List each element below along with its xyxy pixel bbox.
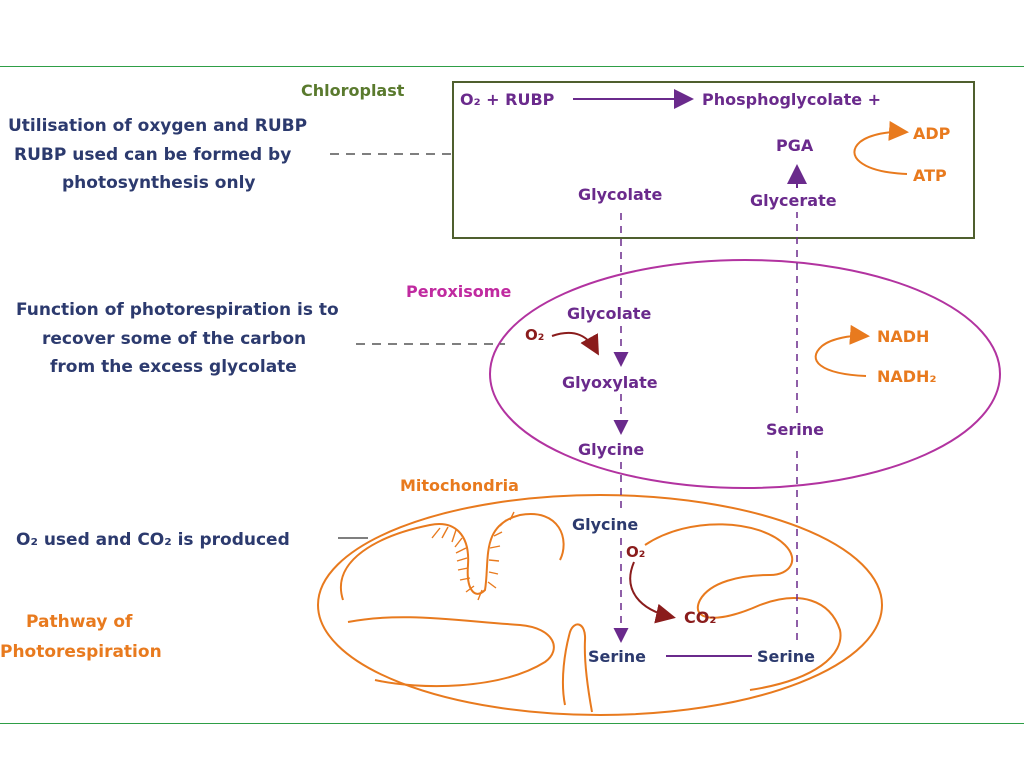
mitochondria-serine-left: Serine (588, 647, 646, 666)
chloroplast-product: Phosphoglycolate + (702, 90, 881, 109)
chloroplast-pga: PGA (776, 136, 814, 155)
chloroplast-glycerate: Glycerate (750, 191, 837, 210)
mitochondria-co2-arrow (629, 561, 676, 624)
chloroplast-box (452, 81, 975, 239)
mitochondria-co2: CO₂ (684, 608, 716, 627)
mitochondrion-crista-middle (347, 616, 555, 688)
mitochondria-label: Mitochondria (400, 476, 519, 495)
note-function-line-2: recover some of the carbon (42, 329, 306, 349)
peroxisome-serine: Serine (766, 420, 824, 439)
pathway-title-line-1: Pathway of (26, 612, 133, 632)
mitochondrion-crista-bottom (561, 623, 593, 713)
peroxisome-o2-arrow (551, 331, 599, 356)
note-function-line-1: Function of photorespiration is to (16, 300, 339, 320)
mitochondria-o2: O₂ (626, 543, 645, 561)
note-oxygen-line-2: RUBP used can be formed by (14, 145, 291, 165)
note-oxygen-line-1: Utilisation of oxygen and RUBP (8, 116, 307, 136)
adp-atp-cycle-arrow (853, 120, 909, 175)
peroxisome-glycolate: Glycolate (567, 304, 651, 323)
mitochondria-serine-right: Serine (757, 647, 815, 666)
peroxisome-ellipse (489, 259, 1001, 489)
chloroplast-glycolate: Glycolate (578, 185, 662, 204)
peroxisome-nadh: NADH (877, 327, 929, 346)
pathway-title-line-2: Photorespiration (0, 642, 162, 662)
chloroplast-label: Chloroplast (301, 81, 405, 100)
chloroplast-adp: ADP (913, 124, 951, 143)
peroxisome-o2: O₂ (525, 326, 544, 344)
note-oxygen-line-3: photosynthesis only (62, 173, 256, 193)
mitochondrion-outer-membrane (317, 494, 883, 716)
chloroplast-reactants: O₂ + RUBP (460, 90, 555, 109)
note-function-line-3: from the excess glycolate (50, 357, 297, 377)
peroxisome-glycine: Glycine (578, 440, 644, 459)
mitochondrion-crista-right (644, 523, 842, 691)
mitochondrion-cristae-teeth (431, 511, 515, 601)
peroxisome-glyoxylate: Glyoxylate (562, 373, 658, 392)
mitochondria-glycine: Glycine (572, 515, 638, 534)
note-co2: O₂ used and CO₂ is produced (16, 530, 290, 550)
mitochondrion-crista-top-left (340, 513, 565, 601)
top-divider (0, 66, 1024, 67)
bottom-divider (0, 723, 1024, 724)
peroxisome-nadh2: NADH₂ (877, 367, 936, 386)
peroxisome-label: Peroxisome (406, 282, 511, 301)
nadh-cycle-arrow (814, 324, 870, 377)
chloroplast-atp: ATP (913, 166, 947, 185)
